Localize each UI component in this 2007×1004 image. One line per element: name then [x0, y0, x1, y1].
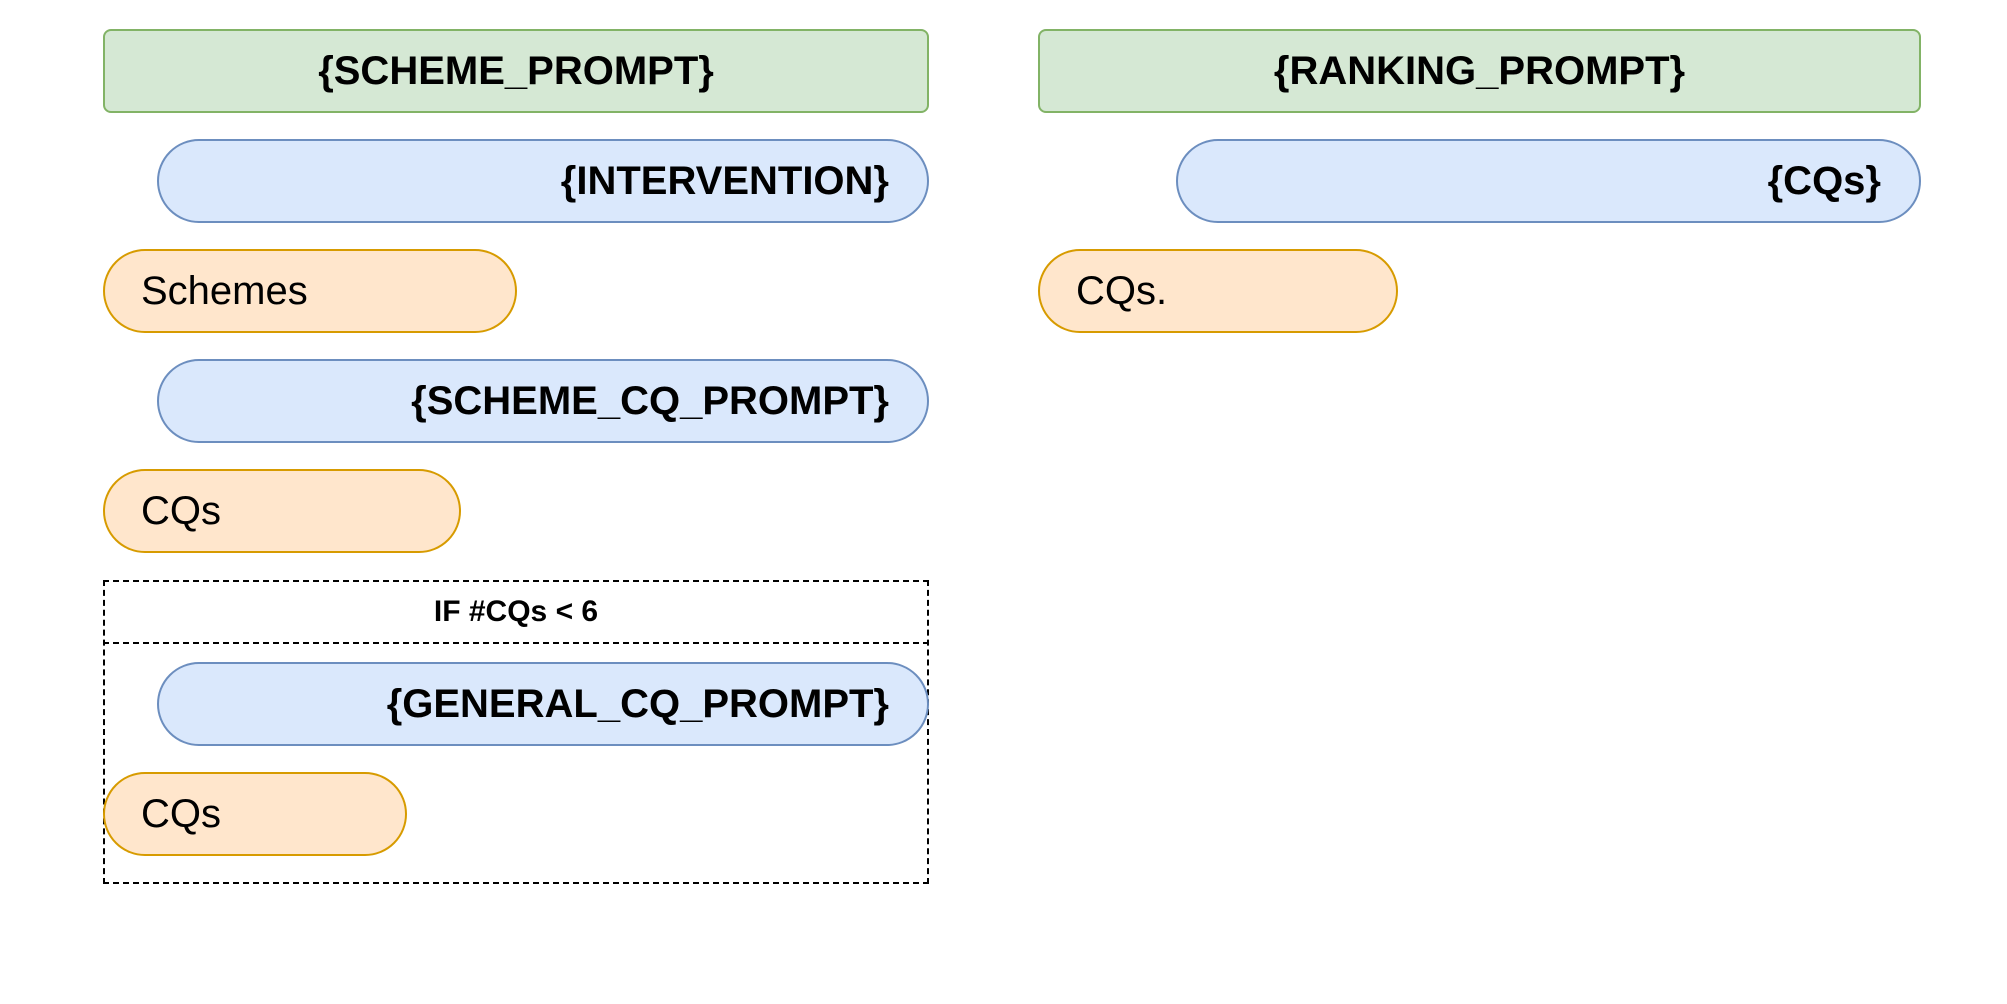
cqs-pill: CQs	[103, 469, 461, 553]
schemes-label: Schemes	[141, 268, 308, 313]
intervention-pill: {INTERVENTION}	[157, 139, 929, 223]
intervention-label: {INTERVENTION}	[560, 158, 889, 203]
cqs-label: CQs	[141, 488, 221, 533]
general-cq-prompt-pill: {GENERAL_CQ_PROMPT}	[157, 662, 929, 746]
conditional-cqs-label: CQs	[141, 791, 221, 836]
conditional-cqs-pill: CQs	[103, 772, 407, 856]
condition-divider	[103, 642, 929, 644]
condition-label: IF #CQs < 6	[433, 595, 599, 628]
scheme-prompt-box: {SCHEME_PROMPT}	[103, 29, 929, 113]
schemes-pill: Schemes	[103, 249, 517, 333]
scheme-cq-prompt-pill: {SCHEME_CQ_PROMPT}	[157, 359, 929, 443]
scheme-cq-prompt-label: {SCHEME_CQ_PROMPT}	[411, 378, 889, 423]
cqs-input-pill: {CQs}	[1176, 139, 1921, 223]
cqs-input-label: {CQs}	[1767, 158, 1881, 203]
ranking-prompt-label: {RANKING_PROMPT}	[1273, 48, 1686, 93]
general-cq-prompt-label: {GENERAL_CQ_PROMPT}	[386, 681, 889, 726]
cqs-output-pill: CQs.	[1038, 249, 1398, 333]
condition-container	[103, 580, 929, 884]
ranking-prompt-box: {RANKING_PROMPT}	[1038, 29, 1921, 113]
scheme-prompt-label: {SCHEME_PROMPT}	[318, 48, 714, 93]
cqs-output-label: CQs.	[1076, 268, 1168, 313]
